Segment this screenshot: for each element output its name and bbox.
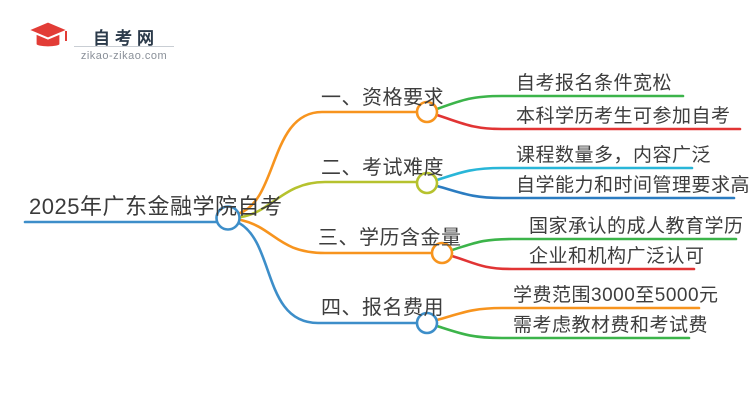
- site-logo: 自考网 zikao-zikao.com: [26, 12, 176, 62]
- root-node-circle: [215, 205, 241, 231]
- connector-leaf-4b: [435, 324, 691, 340]
- connector-branch-1: [238, 110, 419, 215]
- branch-2-label: 二、考试难度: [321, 157, 444, 179]
- graduation-cap-icon: [27, 15, 69, 56]
- leaf-3b-label: 企业和机构广泛认可: [529, 246, 705, 267]
- connector-leaf-2b: [435, 184, 736, 200]
- leaf-3a-label: 国家承认的成人教育学历: [529, 216, 744, 237]
- connector-leaf-2a: [435, 166, 694, 182]
- leaf-2b-label: 自学能力和时间管理要求高: [516, 175, 750, 196]
- connector-leaf-1a: [435, 94, 685, 111]
- branch-4-node-circle: [415, 311, 439, 335]
- connector-branch-2: [239, 180, 419, 219]
- branch-1-node-circle: [415, 100, 439, 124]
- connector-branch-3: [239, 218, 434, 255]
- connector-branch-4: [237, 221, 419, 325]
- leaf-4b-label: 需考虑教材费和考试费: [513, 315, 709, 336]
- connector-leaf-1b: [435, 113, 742, 131]
- logo-divider: [74, 46, 174, 47]
- connector-leaf-4a: [435, 306, 701, 322]
- connector-leaf-3a: [450, 237, 738, 252]
- leaf-4a-label: 学费范围3000至5000元: [513, 285, 719, 306]
- branch-3-node-circle: [430, 241, 454, 265]
- connector-leaf-3b: [450, 254, 696, 271]
- branch-3-label: 三、学历含金量: [318, 227, 462, 249]
- root-node-label: 2025年广东金融学院自考: [29, 194, 283, 219]
- site-name: 自考网: [93, 29, 159, 48]
- leaf-1b-label: 本科学历考生可参加自考: [516, 106, 731, 127]
- branch-2-node-circle: [415, 171, 439, 195]
- leaf-2a-label: 课程数量多，内容广泛: [516, 145, 712, 166]
- leaf-1a-label: 自考报名条件宽松: [516, 73, 673, 94]
- branch-1-label: 一、资格要求: [321, 87, 444, 109]
- branch-4-label: 四、报名费用: [321, 297, 444, 319]
- site-url: zikao-zikao.com: [80, 50, 168, 62]
